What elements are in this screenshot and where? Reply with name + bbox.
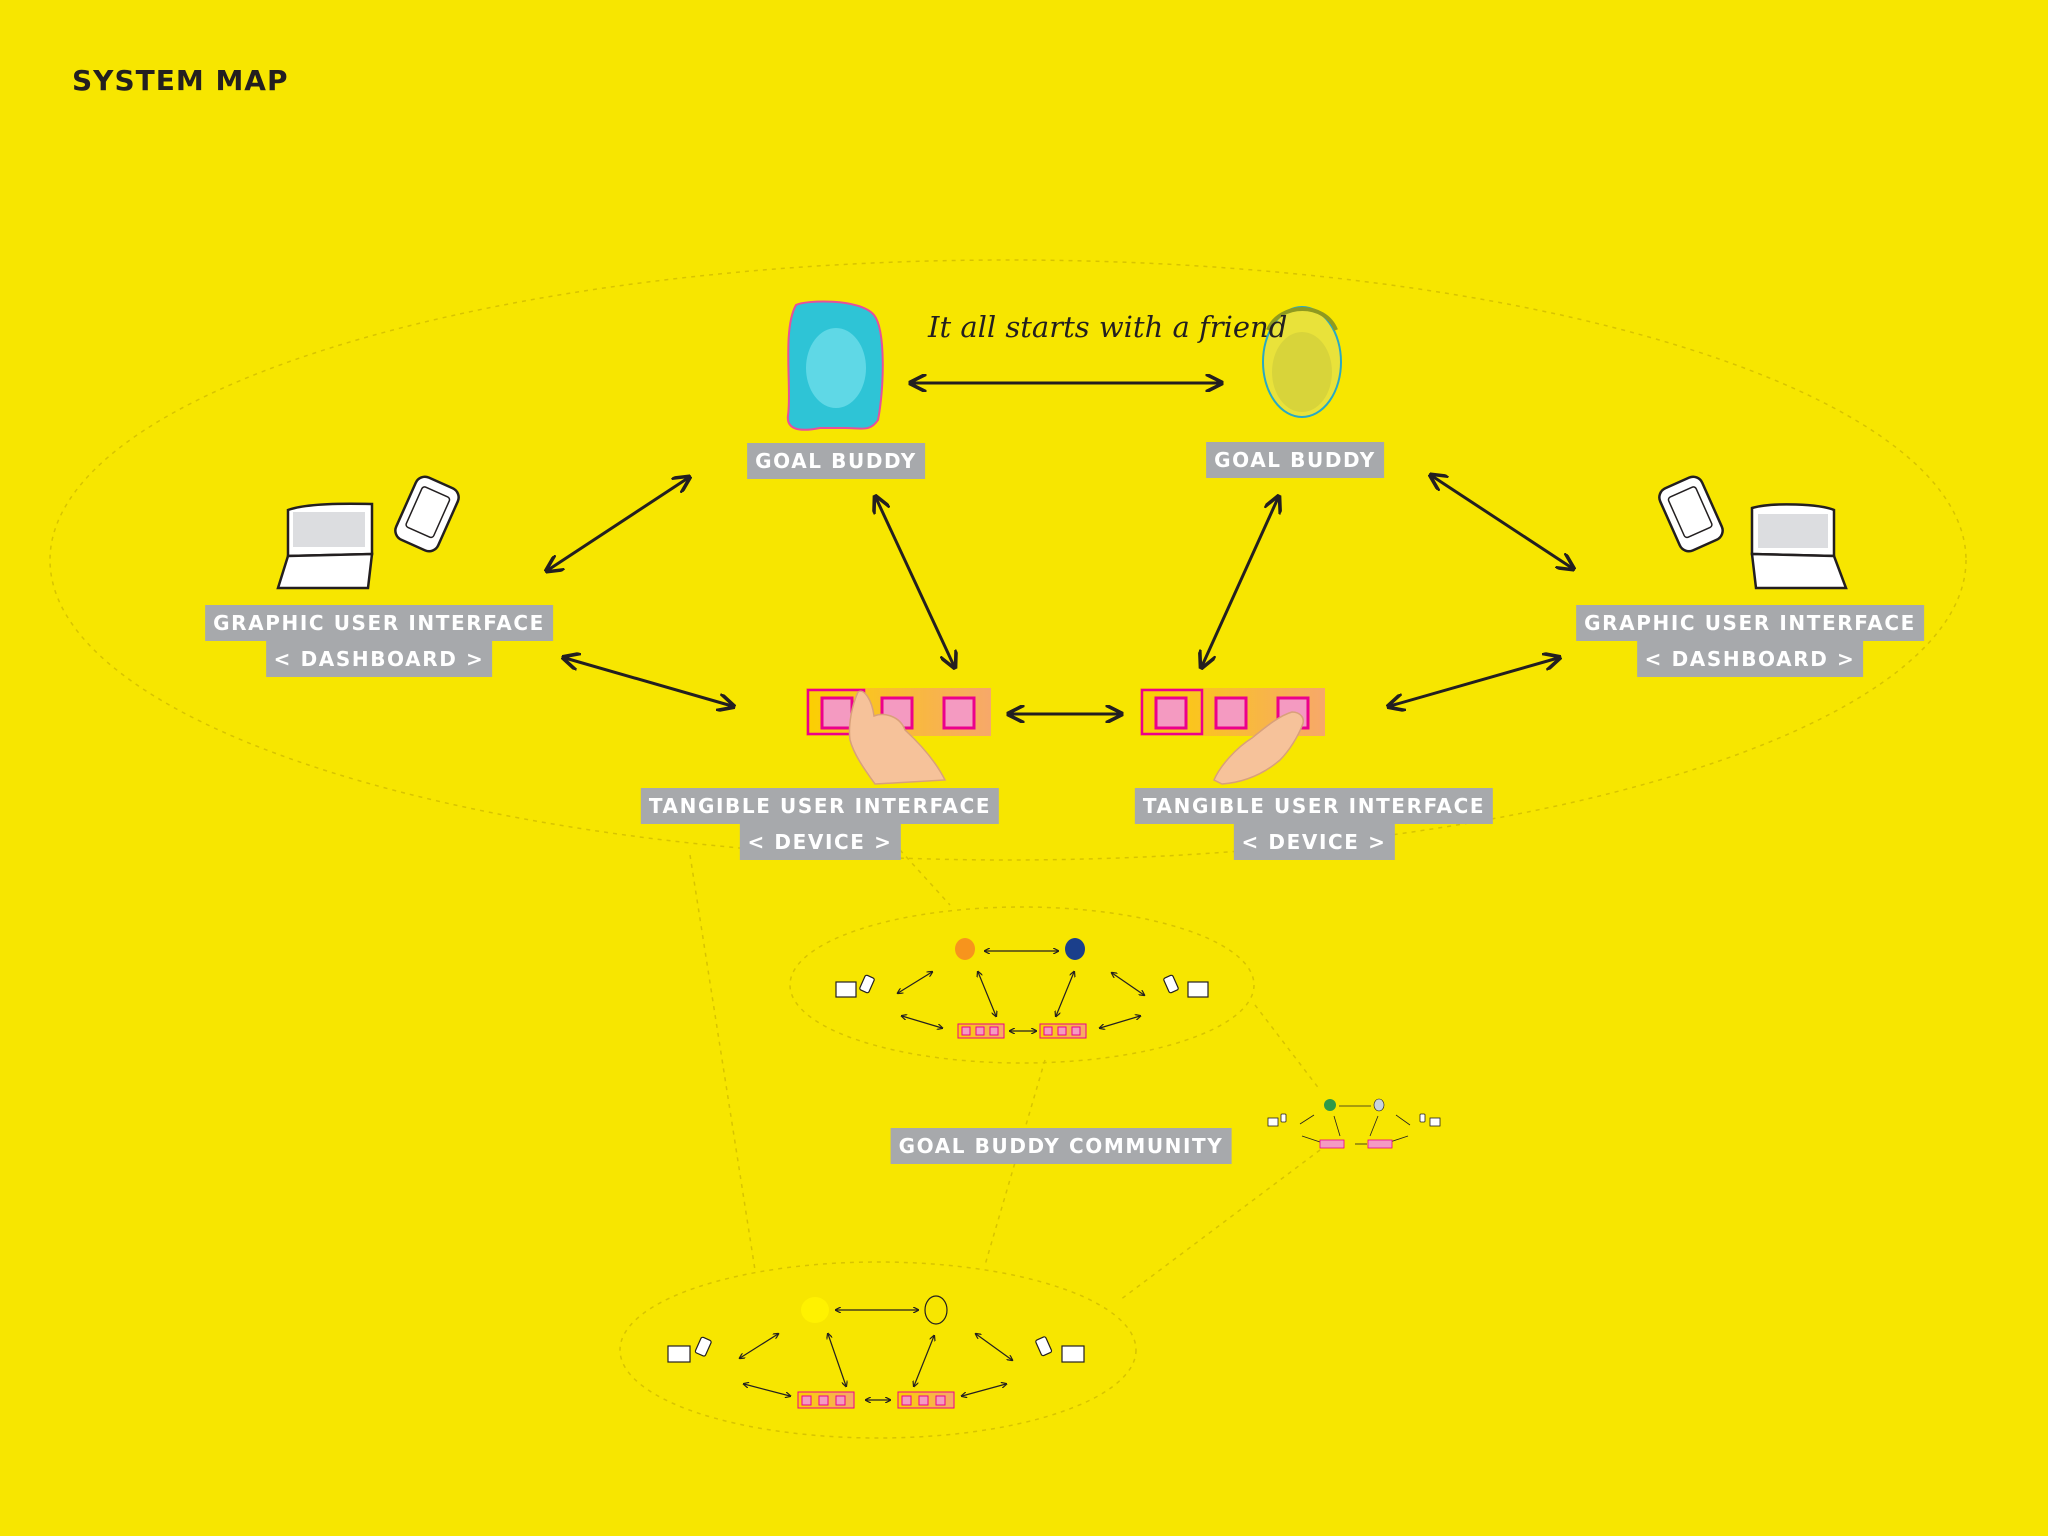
gui-label-right: GRAPHIC USER INTERFACE< DASHBOARD > xyxy=(1576,605,1924,677)
goal-buddy-label-left: GOAL BUDDY xyxy=(747,443,925,479)
phone-icon xyxy=(394,475,460,553)
laptop-icon xyxy=(1750,503,1848,590)
community-label: GOAL BUDDY COMMUNITY xyxy=(890,1128,1232,1164)
page-title: SYSTEM MAP xyxy=(72,64,289,97)
mini-system-map xyxy=(1267,1098,1441,1149)
goal-buddy-label-right: GOAL BUDDY xyxy=(1206,442,1384,478)
hand-icon xyxy=(1213,711,1304,785)
face-icon xyxy=(1262,306,1342,418)
tagline: It all starts with a friend xyxy=(928,310,1288,344)
gui-label-left: GRAPHIC USER INTERFACE< DASHBOARD > xyxy=(205,605,553,677)
tui-label-left: TANGIBLE USER INTERFACE< DEVICE > xyxy=(640,788,1000,860)
mini-system-map xyxy=(835,938,1209,1039)
phone-icon xyxy=(1658,475,1724,553)
hand-icon xyxy=(848,690,947,785)
laptop-icon xyxy=(276,502,374,590)
mini-system-map xyxy=(667,1295,1085,1409)
face-icon xyxy=(786,300,884,431)
tui-label-right: TANGIBLE USER INTERFACE< DEVICE > xyxy=(1134,788,1494,860)
system-boundary xyxy=(49,259,1967,1439)
main-connections xyxy=(548,383,1572,714)
